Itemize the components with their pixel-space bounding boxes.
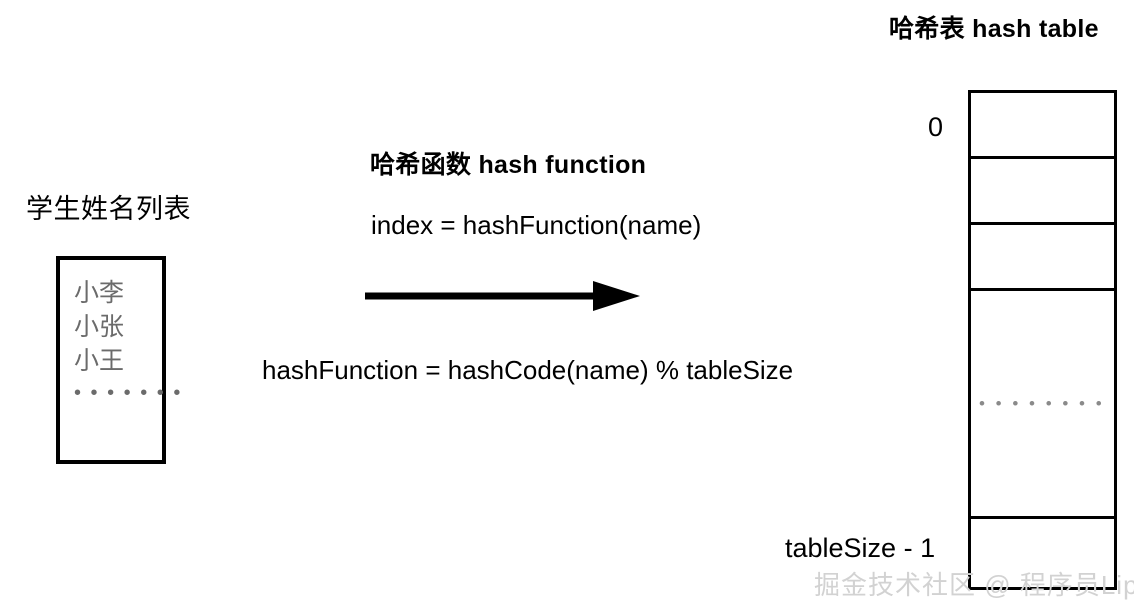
student-name-list-box: 小李 小张 小王 • • • • • • • bbox=[56, 256, 183, 464]
hash-table-cell bbox=[971, 159, 1114, 225]
hash-function-title: 哈希函数 hash function bbox=[370, 151, 647, 179]
hash-table: • • • • • • • • bbox=[968, 90, 1117, 590]
list-item: 小王 bbox=[74, 347, 125, 375]
hash-table-first-index-label: 0 bbox=[928, 112, 944, 142]
arrow-right-icon bbox=[365, 278, 640, 314]
hash-table-cell bbox=[971, 519, 1114, 587]
list-ellipsis: • • • • • • • bbox=[74, 382, 183, 404]
list-item: 小李 bbox=[74, 279, 125, 307]
hash-table-cell-ellipsis: • • • • • • • • bbox=[971, 291, 1114, 519]
hash-table-ellipsis: • • • • • • • • bbox=[979, 393, 1105, 413]
hash-table-last-index-label: tableSize - 1 bbox=[785, 533, 936, 563]
list-item: 小张 bbox=[74, 313, 125, 341]
student-name-list: 小李 小张 小王 • • • • • • • bbox=[74, 276, 183, 408]
hash-table-cell bbox=[971, 225, 1114, 291]
hash-table-cell bbox=[971, 93, 1114, 159]
hash-table-title: 哈希表 hash table bbox=[889, 15, 1099, 43]
hash-function-index-formula: index = hashFunction(name) bbox=[371, 210, 702, 240]
hash-function-definition-formula: hashFunction = hashCode(name) % tableSiz… bbox=[262, 355, 794, 385]
student-name-list-title: 学生姓名列表 bbox=[26, 194, 191, 224]
